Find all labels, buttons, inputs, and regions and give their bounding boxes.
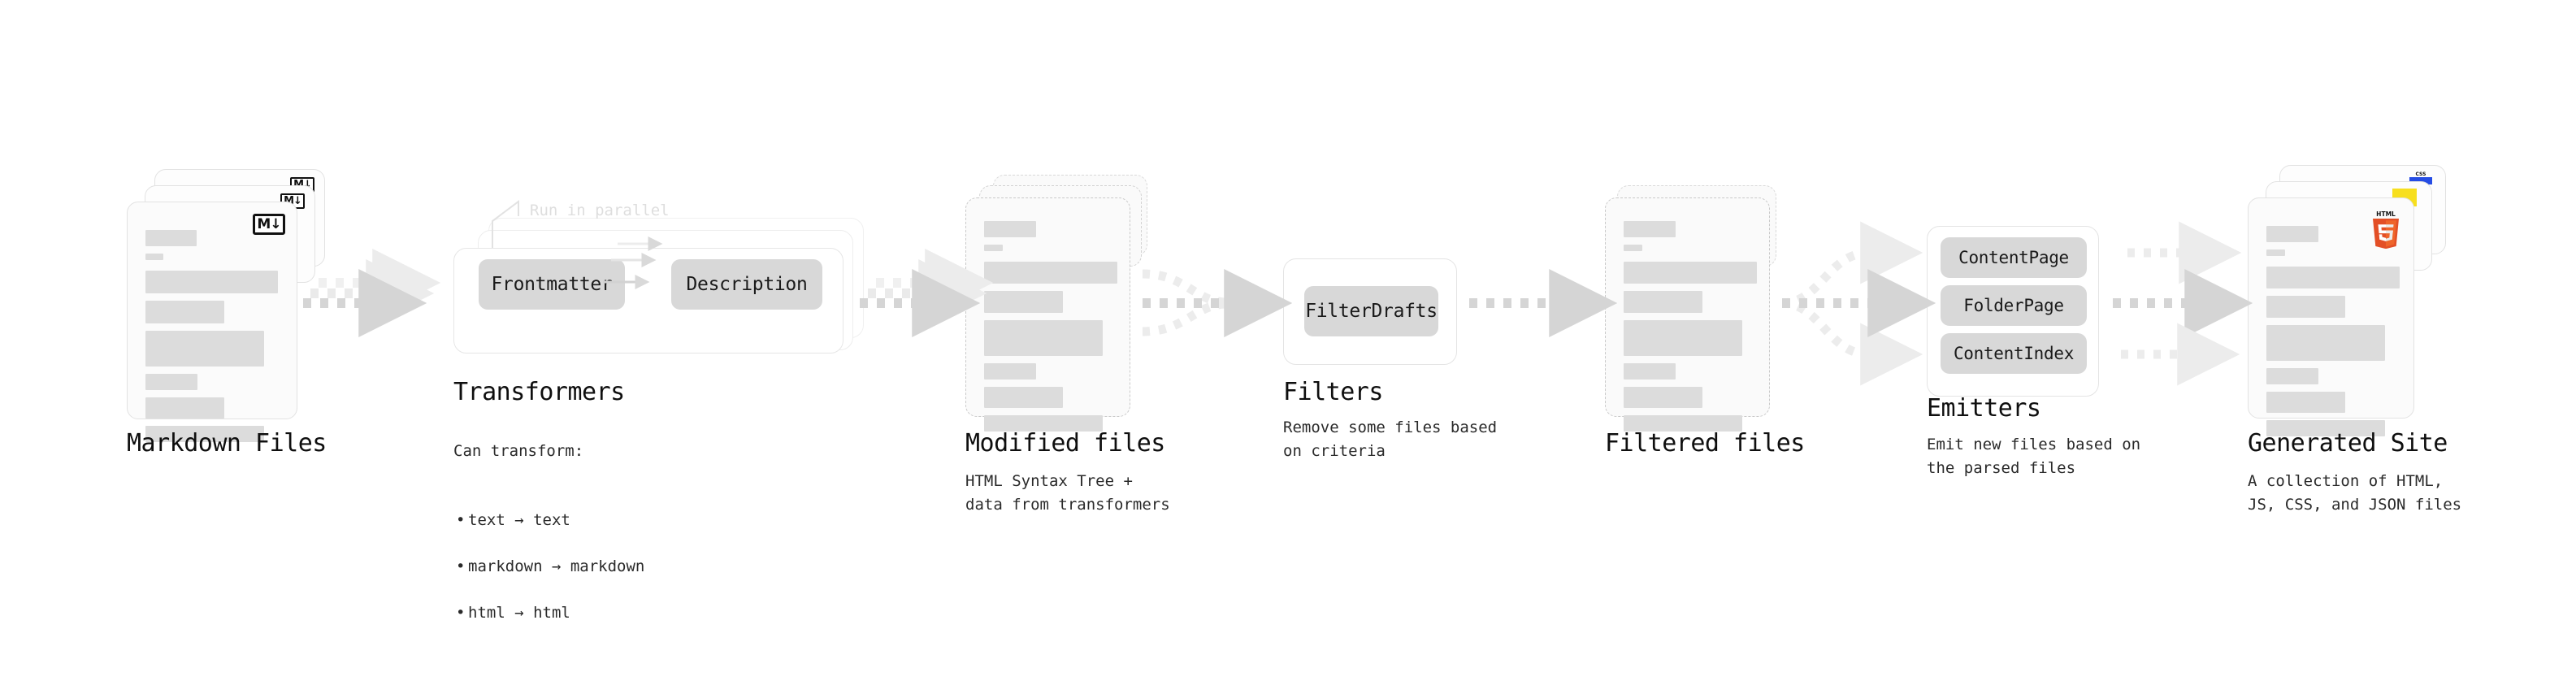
filtered-card-content xyxy=(1624,221,1757,439)
content-bar xyxy=(984,262,1117,284)
content-bar xyxy=(984,245,1003,251)
list-item: text → text xyxy=(456,509,644,532)
list-item: markdown → markdown xyxy=(456,555,644,579)
content-bar xyxy=(1624,363,1676,380)
emitter-node-contentpage[interactable]: ContentPage xyxy=(1941,237,2087,278)
html5-icon: HTML xyxy=(2370,210,2402,249)
content-bar xyxy=(2266,368,2318,384)
content-bar xyxy=(2266,392,2345,413)
content-bar xyxy=(2266,249,2285,256)
generated-site-description: A collection of HTML, JS, CSS, and JSON … xyxy=(2248,472,2462,514)
generated-card-content xyxy=(2266,226,2400,444)
list-item: html → html xyxy=(456,601,644,625)
modified-card-front xyxy=(965,197,1130,432)
css-icon-chip xyxy=(2409,177,2432,184)
content-bar xyxy=(145,397,224,419)
transformer-node-frontmatter[interactable]: Frontmatter xyxy=(479,259,625,310)
content-bar xyxy=(145,254,163,260)
content-bar xyxy=(984,415,1103,432)
filtered-files-title: Filtered files xyxy=(1605,429,1805,458)
content-bar xyxy=(984,291,1063,313)
filters-title: Filters xyxy=(1283,378,1383,406)
content-bar xyxy=(984,320,1103,356)
emitters-title: Emitters xyxy=(1927,394,2041,423)
content-bar xyxy=(2266,420,2385,436)
content-bar xyxy=(984,363,1036,380)
arrow-modified-to-filters xyxy=(1142,269,1293,337)
markdown-files-title: Markdown Files xyxy=(127,429,327,458)
svg-text:HTML: HTML xyxy=(2376,210,2396,218)
content-bar xyxy=(145,230,197,246)
content-bar xyxy=(145,374,197,390)
transformers-box-front: Frontmatter Description xyxy=(453,248,843,354)
markdown-icon: M↓ xyxy=(253,214,285,235)
modified-files-title: Modified files xyxy=(965,429,1165,458)
content-bar xyxy=(984,221,1036,237)
content-bar xyxy=(145,271,278,293)
arrow-markdown-to-transformers xyxy=(303,249,441,337)
transformers-description: Can transform: text → text markdown → ma… xyxy=(453,416,644,671)
content-bar xyxy=(145,426,264,442)
content-bar xyxy=(1624,245,1642,251)
css-icon: CSS xyxy=(2409,171,2432,184)
transformers-intro: Can transform: xyxy=(453,441,584,460)
content-bar xyxy=(1624,221,1676,237)
content-bar xyxy=(1624,320,1742,356)
content-bar xyxy=(145,331,264,367)
content-bar xyxy=(1624,262,1757,284)
emitter-node-contentindex[interactable]: ContentIndex xyxy=(1941,333,2087,374)
transformers-title: Transformers xyxy=(453,378,625,406)
content-bar xyxy=(2266,296,2345,318)
arrow-transformers-to-modified xyxy=(860,249,994,337)
emitters-description: Emit new files based on the parsed files xyxy=(1927,436,2141,477)
markdown-card-front: M↓ xyxy=(127,202,297,442)
arrow-filtered-to-emitters xyxy=(1781,221,1936,386)
content-bar xyxy=(2266,226,2318,242)
modified-files-description: HTML Syntax Tree + data from transformer… xyxy=(965,472,1170,514)
markdown-card-content xyxy=(145,230,282,449)
arrow-emitters-to-generated xyxy=(2113,221,2253,386)
emitter-node-folderpage[interactable]: FolderPage xyxy=(1941,285,2087,326)
css-icon-label: CSS xyxy=(2415,171,2426,177)
filter-node-filterdrafts[interactable]: FilterDrafts xyxy=(1304,286,1438,336)
transformer-node-description[interactable]: Description xyxy=(671,259,822,310)
content-bar xyxy=(1624,291,1702,313)
content-bar xyxy=(1624,415,1742,432)
content-bar xyxy=(984,387,1063,408)
emitters-box: ContentPage FolderPage ContentIndex xyxy=(1927,226,2099,397)
transformers-bullet-list: text → text markdown → markdown html → h… xyxy=(453,486,644,648)
filtered-card-front xyxy=(1605,197,1770,432)
content-bar xyxy=(1624,387,1702,408)
generated-site-title: Generated Site xyxy=(2248,429,2448,458)
content-bar xyxy=(145,301,224,323)
content-bar xyxy=(2266,267,2400,288)
filters-box: FilterDrafts xyxy=(1283,258,1457,365)
filters-description: Remove some files based on criteria xyxy=(1283,419,1498,460)
run-in-parallel-label: Run in parallel xyxy=(530,202,670,219)
generated-card-front: HTML xyxy=(2248,197,2414,436)
content-bar xyxy=(2266,325,2385,361)
modified-card-content xyxy=(984,221,1117,439)
